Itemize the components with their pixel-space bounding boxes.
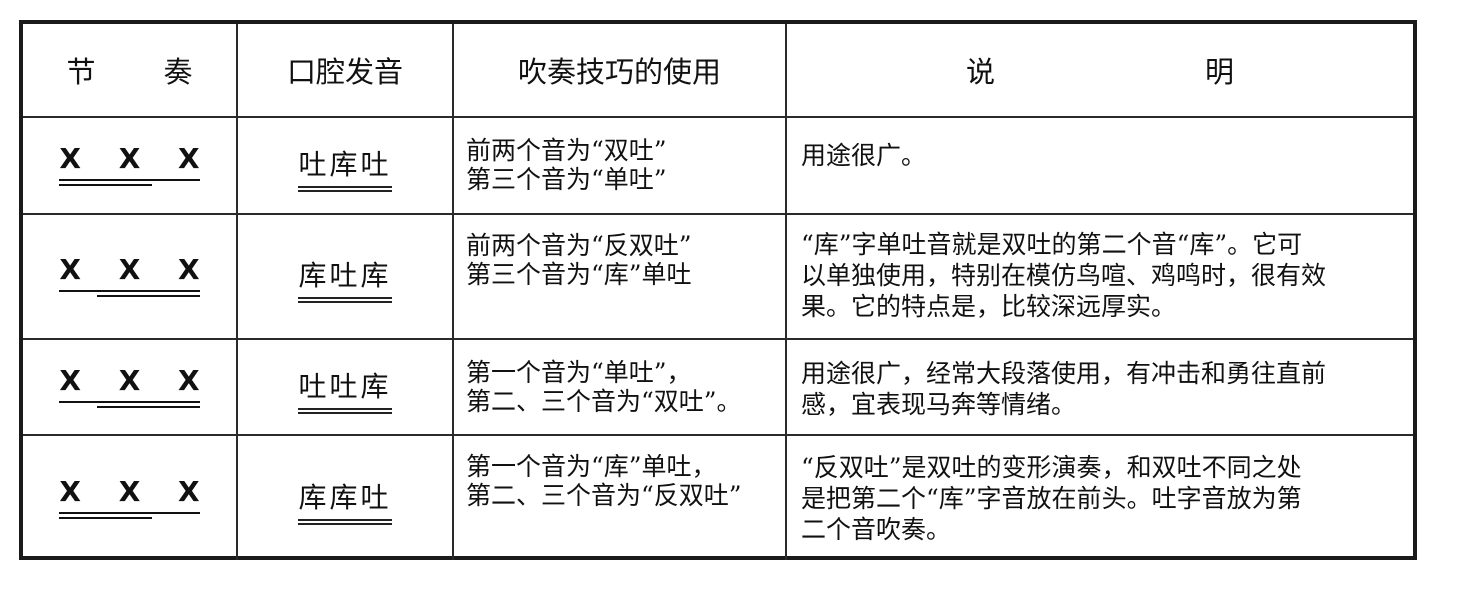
note-line: “库”字单吐音就是双吐的第二个音“库”。它可: [801, 230, 1303, 259]
technique-cell: 第一个音为“单吐”， 第二、三个音为“双吐”。: [452, 338, 787, 436]
header-mouth: 口腔发音: [236, 24, 454, 118]
rhythm-notation: X X X: [59, 142, 213, 189]
table-row: X X X 吐吐库 第一个音为“单吐”， 第二、三个音为“双吐”。 用途很广，经…: [23, 338, 1413, 436]
rhythm-notation: X X X: [59, 475, 213, 522]
mouth-syllables: 库吐库: [298, 254, 392, 303]
header-rhythm-char-1: 节: [66, 55, 96, 89]
rhythm-cell: X X X: [23, 338, 238, 436]
rhythm-notation: X X X: [59, 364, 213, 411]
mouth-cell: 库吐库: [236, 213, 454, 340]
header-note-char-1: 说: [965, 55, 995, 89]
mouth-syllables: 吐库吐: [298, 143, 392, 192]
header-note: 说明: [785, 24, 1413, 118]
rhythm-text: X X X: [59, 363, 214, 397]
note-cell: 用途很广。: [785, 116, 1413, 215]
articulation-table-frame: 节奏 口腔发音 吹奏技巧的使用 说明 X X X 吐库吐 前两个音为“双吐” 第…: [19, 20, 1417, 560]
articulation-table: 节奏 口腔发音 吹奏技巧的使用 说明 X X X 吐库吐 前两个音为“双吐” 第…: [23, 24, 1413, 560]
header-rhythm: 节奏: [23, 24, 238, 118]
technique-line: 第一个音为“单吐”，: [466, 358, 692, 387]
note-line: 以单独使用，特别在模仿鸟喧、鸡鸣时，很有效: [801, 261, 1327, 290]
technique-line: 第二、三个音为“反双吐”: [466, 481, 742, 510]
mouth-syllables: 库库吐: [298, 476, 392, 525]
note-line: 二个音吹奏。: [801, 515, 952, 544]
mouth-syllables: 吐吐库: [298, 365, 392, 414]
rhythm-text: X X X: [59, 142, 214, 175]
technique-cell: 前两个音为“双吐” 第三个音为“单吐”: [452, 116, 787, 215]
rhythm-text: X X X: [59, 253, 214, 286]
table-row: X X X 库吐库 前两个音为“反双吐” 第三个音为“库”单吐 “库”字单吐音就…: [23, 213, 1413, 340]
technique-line: 第三个音为“单吐”: [466, 165, 667, 194]
note-line: “反双吐”是双吐的变形演奏，和双吐不同之处: [801, 453, 1302, 482]
mouth-cell: 库库吐: [236, 434, 454, 560]
mouth-cell: 吐库吐: [236, 116, 454, 215]
header-note-char-2: 明: [1205, 55, 1235, 89]
rhythm-cell: X X X: [23, 213, 238, 340]
technique-line: 第二、三个音为“双吐”。: [466, 387, 742, 416]
rhythm-notation: X X X: [59, 253, 213, 300]
table-row: X X X 库库吐 第一个音为“库”单吐， 第二、三个音为“反双吐” “反双吐”…: [23, 434, 1413, 560]
rhythm-text: X X X: [59, 474, 214, 508]
note-line: 用途很广，经常大段落使用，有冲击和勇往直前: [801, 359, 1327, 388]
technique-line: 前两个音为“反双吐”: [466, 231, 692, 260]
rhythm-cell: X X X: [23, 116, 238, 215]
technique-line: 第一个音为“库”单吐，: [466, 452, 717, 481]
header-rhythm-char-2: 奏: [163, 55, 193, 89]
note-line: 果。它的特点是，比较深远厚实。: [801, 292, 1177, 321]
note-line: 用途很广。: [801, 141, 927, 170]
note-cell: 用途很广，经常大段落使用，有冲击和勇往直前 感，宜表现马奔等情绪。: [785, 338, 1413, 436]
technique-cell: 第一个音为“库”单吐， 第二、三个音为“反双吐”: [452, 434, 787, 560]
note-cell: “反双吐”是双吐的变形演奏，和双吐不同之处 是把第二个“库”字音放在前头。吐字音…: [785, 434, 1413, 560]
table-row: X X X 吐库吐 前两个音为“双吐” 第三个音为“单吐” 用途很广。: [23, 116, 1413, 215]
technique-line: 前两个音为“双吐”: [466, 136, 667, 165]
rhythm-cell: X X X: [23, 434, 238, 560]
mouth-cell: 吐吐库: [236, 338, 454, 436]
note-line: 是把第二个“库”字音放在前头。吐字音放为第: [801, 484, 1302, 513]
note-cell: “库”字单吐音就是双吐的第二个音“库”。它可 以单独使用，特别在模仿鸟喧、鸡鸣时…: [785, 213, 1413, 340]
technique-line: 第三个音为“库”单吐: [466, 260, 692, 289]
note-line: 感，宜表现马奔等情绪。: [801, 390, 1077, 419]
technique-cell: 前两个音为“反双吐” 第三个音为“库”单吐: [452, 213, 787, 340]
header-technique: 吹奏技巧的使用: [452, 24, 787, 118]
header-row: 节奏 口腔发音 吹奏技巧的使用 说明: [23, 24, 1413, 118]
